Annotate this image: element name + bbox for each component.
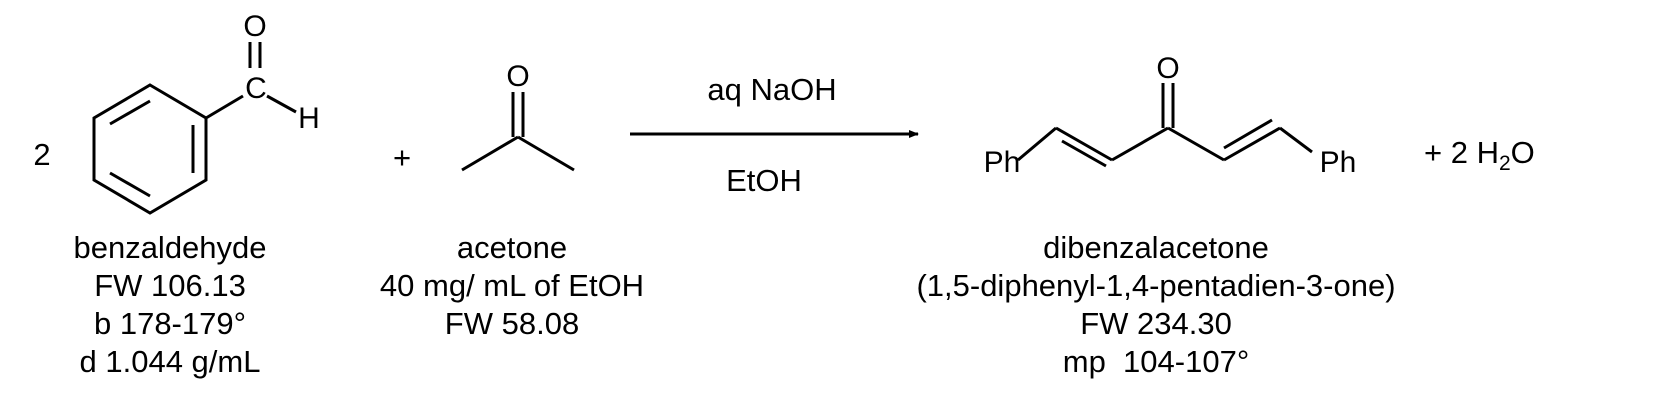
acetone-methyl-bond: [517, 135, 575, 172]
benzene-ring: [92, 83, 208, 215]
byproduct-prefix: + 2 H: [1424, 135, 1499, 170]
carbonyl-carbon-bond: [205, 94, 244, 120]
benzaldehyde-name: benzaldehyde: [73, 230, 266, 265]
acetone-methyl-bond: [461, 135, 519, 172]
dibenzalacetone-structure: [1017, 83, 1313, 168]
plus-sign: +: [393, 140, 411, 175]
product-fw: FW 234.30: [1080, 306, 1232, 341]
aldehyde-h-bond: [266, 94, 297, 114]
benzaldehyde-coefficient: 2: [33, 137, 50, 172]
byproduct-subscript: 2: [1499, 152, 1511, 175]
benzaldehyde-density: d 1.044 g/mL: [80, 344, 261, 379]
product-oxygen-label: O: [1156, 52, 1179, 85]
product-name: dibenzalacetone: [1043, 230, 1269, 265]
aldehyde-hydrogen-label: H: [298, 102, 320, 135]
product-phenyl-left-label: Ph: [984, 146, 1021, 179]
byproduct-water: + 2 H2O: [1424, 135, 1535, 175]
product-bond: [1223, 126, 1281, 162]
product-bond: [1055, 126, 1113, 162]
benzaldehyde-fw: FW 106.13: [94, 268, 246, 303]
product-phenyl-right-label: Ph: [1320, 146, 1357, 179]
conditions-solvent: EtOH: [726, 163, 802, 198]
benzaldehyde-structure: [92, 42, 297, 215]
acetone-concentration: 40 mg/ mL of EtOH: [380, 268, 644, 303]
product-double-bond: [1061, 139, 1107, 168]
byproduct-suffix: O: [1511, 135, 1535, 170]
product-bond: [1111, 126, 1169, 162]
acetone-name: acetone: [457, 230, 567, 265]
ring-double-bond: [109, 99, 151, 126]
product-iupac-name: (1,5-diphenyl-1,4-pentadien-3-one): [916, 268, 1395, 303]
product-bond: [1279, 126, 1313, 154]
product-double-bond: [1223, 118, 1273, 150]
acetone-oxygen-label: O: [506, 60, 529, 93]
acetone-fw: FW 58.08: [445, 306, 579, 341]
product-bond: [1167, 126, 1225, 162]
product-bond: [1017, 126, 1057, 162]
ring-double-bond: [109, 171, 151, 198]
aldehyde-carbon-label: C: [245, 72, 267, 105]
benzaldehyde-bp: b 178-179°: [94, 306, 246, 341]
acetone-structure: [461, 92, 575, 172]
conditions-reagent: aq NaOH: [707, 72, 836, 107]
aldehyde-oxygen-label: O: [243, 10, 266, 43]
product-mp: mp 104-107°: [1063, 344, 1249, 379]
